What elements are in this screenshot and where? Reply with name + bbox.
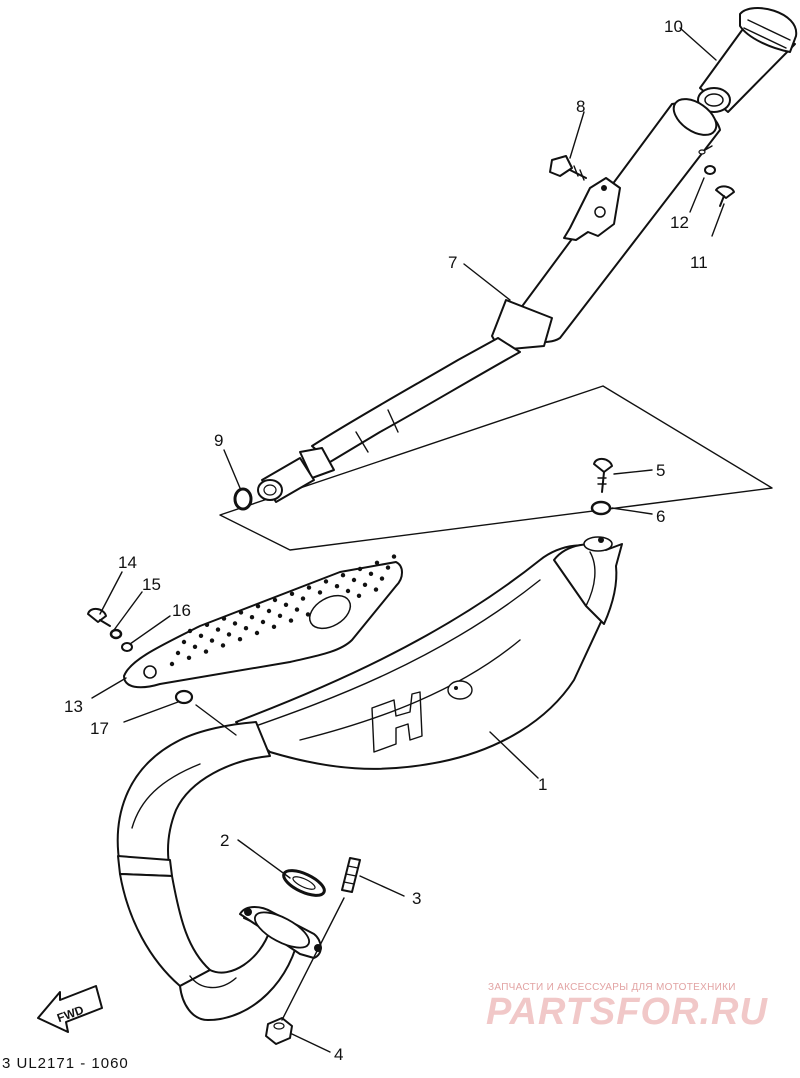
part-11-screw — [715, 185, 735, 207]
perforation-hole — [334, 584, 340, 589]
callout-10: 10 — [664, 17, 683, 36]
callout-7: 7 — [448, 253, 457, 272]
perforation-hole — [385, 565, 391, 570]
perforation-hole — [221, 616, 227, 621]
perforation-hole — [374, 560, 380, 565]
perforation-hole — [294, 607, 300, 612]
callout-8: 8 — [576, 97, 585, 116]
callout-4: 4 — [334, 1045, 343, 1064]
callout-16: 16 — [172, 601, 191, 620]
perforation-hole — [169, 661, 175, 667]
leader-lines — [91, 27, 725, 1053]
perforation-hole — [379, 576, 385, 581]
perforation-hole — [232, 621, 238, 626]
part-17-grommet — [174, 689, 194, 705]
perforation-hole — [254, 630, 260, 636]
perforation-hole — [192, 644, 198, 649]
part-7-muffler — [257, 98, 721, 503]
callout-12: 12 — [670, 213, 689, 232]
perforation-hole — [345, 588, 351, 594]
perforation-hole — [220, 643, 226, 648]
part-14-bolt — [87, 608, 111, 627]
perforation-hole — [255, 604, 261, 609]
perforation-hole — [226, 632, 232, 637]
perforation-hole — [277, 613, 283, 618]
perforation-hole — [323, 579, 329, 584]
perforation-hole — [373, 587, 379, 592]
perforation-hole — [203, 649, 209, 654]
alignment-lines — [195, 704, 345, 1021]
part-15-spring-washer — [109, 628, 123, 640]
perforation-hole — [351, 577, 357, 583]
callout-15: 15 — [142, 575, 161, 594]
perforation-hole — [175, 650, 181, 656]
perforation-hole — [260, 619, 266, 625]
callout-3: 3 — [412, 889, 421, 908]
part-4-nut — [265, 1017, 293, 1045]
perforation-hole — [243, 626, 249, 631]
callout-17: 17 — [90, 719, 109, 738]
perforation-hole — [187, 628, 193, 634]
perforation-hole — [289, 591, 295, 596]
perforation-hole — [357, 566, 363, 572]
perforation-hole — [238, 610, 244, 615]
perforation-hole — [209, 638, 215, 643]
perforation-hole — [215, 627, 221, 632]
perforation-hole — [272, 597, 278, 603]
perforation-hole — [186, 655, 192, 660]
part-12-washer — [698, 145, 716, 175]
watermark-tagline: ЗАПЧАСТИ И АКСЕССУАРЫ ДЛЯ МОТОТЕХНИКИ — [488, 982, 736, 993]
callout-13: 13 — [64, 697, 83, 716]
perforation-hole — [305, 612, 311, 617]
part-16-washer — [121, 642, 133, 652]
callout-labels: 1 2 3 4 5 6 7 8 9 10 11 12 13 14 15 16 1… — [64, 17, 708, 1064]
callout-11: 11 — [690, 253, 708, 272]
part-8-bolt — [549, 155, 587, 181]
part-10-tail-pipe — [697, 7, 798, 113]
forward-direction-arrow: FWD — [37, 985, 103, 1033]
perforation-hole — [340, 573, 346, 578]
part-5-bolt — [593, 458, 613, 493]
callout-2: 2 — [220, 831, 229, 850]
part-9-gasket-ring — [233, 487, 253, 511]
callout-1: 1 — [538, 775, 547, 794]
part-1-exhaust-chamber — [116, 536, 623, 1021]
watermark: ЗАПЧАСТИ И АКСЕССУАРЫ ДЛЯ МОТОТЕХНИКИ PA… — [486, 982, 768, 1033]
part-13-heat-protector — [123, 554, 403, 689]
callout-14: 14 — [118, 553, 137, 572]
callout-6: 6 — [656, 507, 665, 526]
part-6-washer — [590, 500, 612, 516]
perforation-hole — [300, 596, 306, 601]
heat-protector-holes — [169, 554, 397, 667]
watermark-brand: PARTSFOR.RU — [486, 991, 768, 1033]
perforation-hole — [249, 615, 255, 620]
perforation-hole — [271, 624, 277, 629]
callout-5: 5 — [656, 461, 665, 480]
perforation-hole — [391, 554, 397, 559]
perforation-hole — [266, 608, 272, 614]
part-2-gasket — [282, 869, 326, 897]
callout-9: 9 — [214, 431, 223, 450]
part-3-stud-bolt — [341, 857, 361, 893]
perforation-hole — [362, 582, 368, 587]
perforation-hole — [317, 590, 323, 595]
perforation-hole — [368, 571, 374, 576]
perforation-hole — [237, 637, 243, 642]
perforation-hole — [356, 593, 362, 598]
perforation-hole — [198, 633, 204, 638]
perforation-hole — [306, 585, 312, 590]
assembly-plane-frame — [219, 385, 773, 551]
drawing-code: 3 UL2171 - 1060 — [2, 1055, 129, 1072]
perforation-hole — [181, 639, 187, 645]
perforation-hole — [204, 622, 210, 627]
perforation-hole — [288, 618, 294, 623]
perforation-hole — [283, 602, 289, 607]
